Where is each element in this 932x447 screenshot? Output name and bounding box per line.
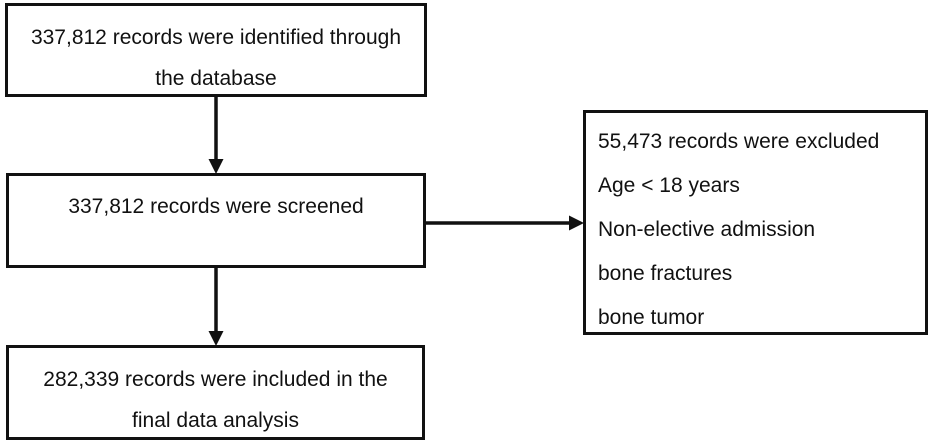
box-records-identified-line-2: the database [155, 67, 277, 90]
arrow-identified-to-screened [208, 96, 224, 174]
box-records-included-line-1: 282,339 records were included in the [43, 368, 388, 391]
box-records-excluded-title: 55,473 records were excluded [598, 130, 880, 153]
box-records-included: 282,339 records were included in the fin… [6, 345, 425, 440]
box-records-identified-line-1: 337,812 records were identified through [30, 26, 402, 49]
arrow-screened-to-included [208, 267, 224, 346]
arrow-screened-to-excluded [426, 215, 584, 231]
box-records-excluded: 55,473 records were excluded Age < 18 ye… [583, 110, 928, 335]
box-records-included-line-2: final data analysis [132, 409, 299, 432]
box-records-screened: 337,812 records were screened [6, 173, 426, 268]
exclusion-reason-admission: Non-elective admission [598, 218, 816, 241]
box-records-identified: 337,812 records were identified through … [5, 3, 427, 97]
box-records-screened-line-1: 337,812 records were screened [68, 195, 364, 218]
exclusion-reason-tumor: bone tumor [598, 306, 705, 329]
exclusion-reason-age: Age < 18 years [598, 174, 740, 197]
exclusion-reason-fractures: bone fractures [598, 262, 733, 285]
